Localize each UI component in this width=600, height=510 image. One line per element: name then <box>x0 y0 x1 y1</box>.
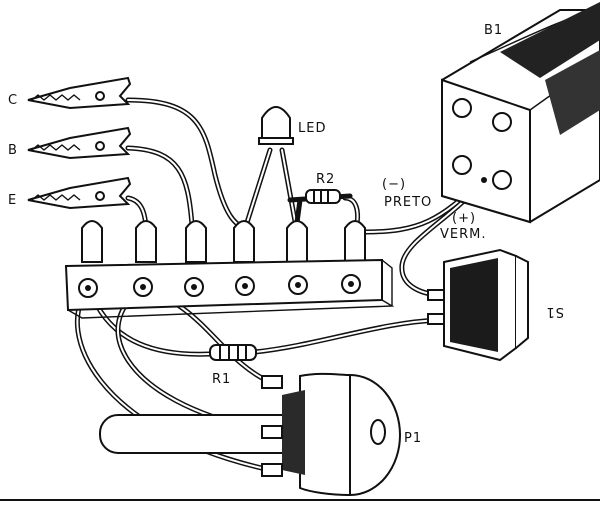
terminal-screws <box>78 274 361 298</box>
alligator-clip-c <box>27 76 132 110</box>
switch-s1 <box>427 248 529 362</box>
clip-c-label: C <box>8 93 18 108</box>
clip-e-label: E <box>8 193 17 208</box>
clip-b-label: B <box>8 143 18 158</box>
led-component <box>258 106 294 145</box>
resistor-r1 <box>209 344 257 361</box>
neg-terminal-label: (−) <box>382 177 406 192</box>
terminal-strip <box>64 220 395 319</box>
r2-label: R2 <box>316 172 335 187</box>
battery-label: B1 <box>484 23 503 38</box>
r1-label: R1 <box>212 372 231 387</box>
pot-label: P1 <box>404 431 422 446</box>
alligator-clip-e <box>27 176 132 210</box>
switch-label: S1 <box>545 304 564 319</box>
neg-wire-color-label: PRETO <box>384 195 432 210</box>
battery-holder-b1 <box>441 2 600 224</box>
alligator-clip-b <box>27 126 132 160</box>
resistor-r2 <box>287 189 353 204</box>
pos-wire-color-label: VERM. <box>440 227 487 242</box>
pos-terminal-label: (+) <box>452 211 476 226</box>
potentiometer-p1 <box>99 372 401 497</box>
led-label: LED <box>298 121 326 136</box>
